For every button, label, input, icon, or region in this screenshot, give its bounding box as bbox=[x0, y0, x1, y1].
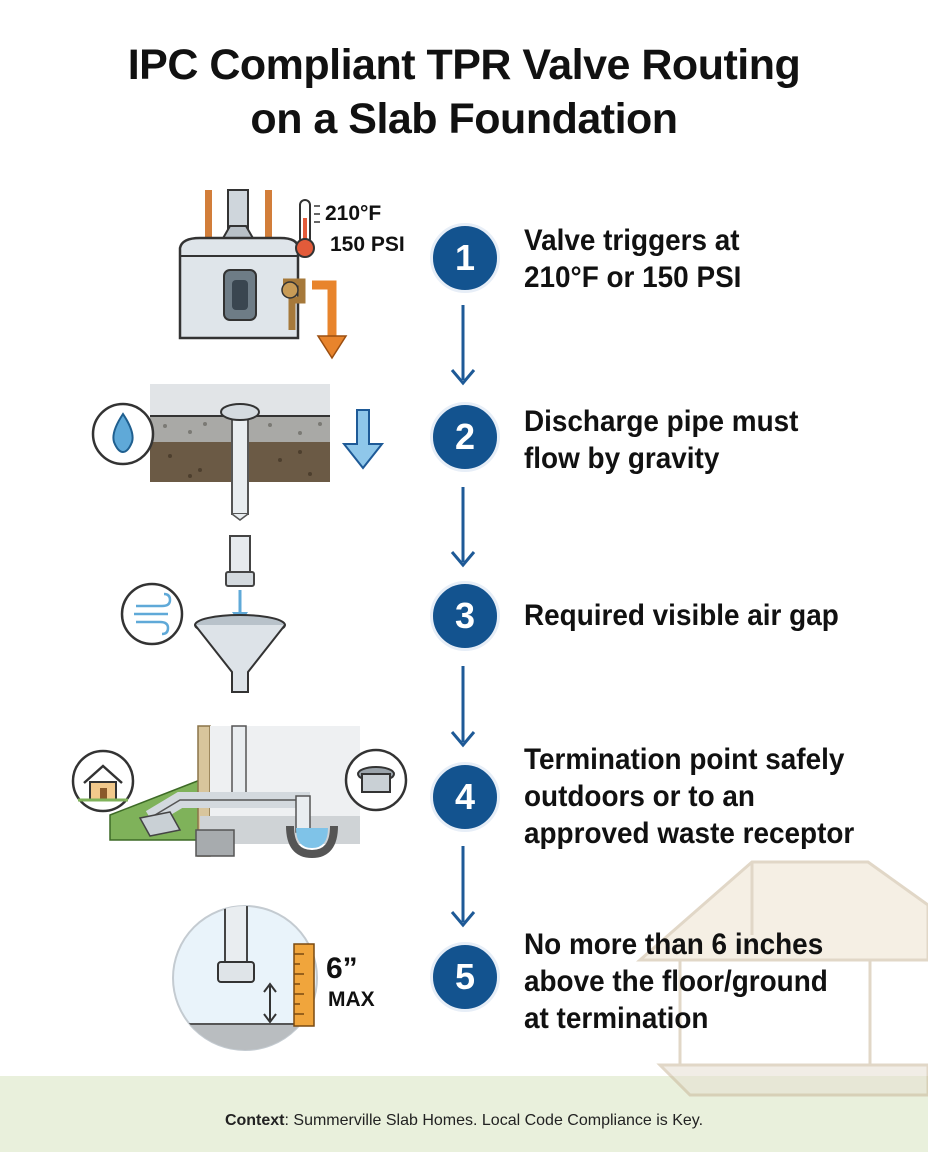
step-2-line-1: Discharge pipe must bbox=[524, 405, 799, 438]
funnel-icon bbox=[194, 614, 286, 693]
title-line-2: on a Slab Foundation bbox=[250, 95, 678, 143]
step-1-text: Valve triggers at 210°F or 150 PSI bbox=[524, 222, 741, 296]
step-4-badge: 4 bbox=[430, 762, 500, 832]
step-4-line-1: Termination point safely bbox=[524, 743, 845, 776]
air-flow-icon bbox=[120, 582, 184, 646]
step-3-badge: 3 bbox=[430, 581, 500, 651]
six-inch-label: 6” bbox=[326, 952, 358, 985]
step-5-text: No more than 6 inches above the floor/gr… bbox=[524, 926, 828, 1037]
step-1-badge: 1 bbox=[430, 223, 500, 293]
footer-context: Context: Summerville Slab Homes. Local C… bbox=[0, 1112, 928, 1130]
footer-context-text: : Summerville Slab Homes. Local Code Com… bbox=[284, 1112, 704, 1129]
step-3-text: Required visible air gap bbox=[524, 597, 839, 634]
step-2-badge: 2 bbox=[430, 402, 500, 472]
temp-label: 210°F bbox=[325, 202, 382, 225]
footer-context-label: Context bbox=[224, 1112, 285, 1129]
step-5-badge: 5 bbox=[430, 942, 500, 1012]
ruler-icon bbox=[293, 943, 315, 1027]
floor-drain-icon bbox=[344, 748, 408, 812]
step-2-text: Discharge pipe must flow by gravity bbox=[524, 403, 798, 477]
step-1-line-1: Valve triggers at bbox=[524, 224, 740, 257]
thermometer-icon bbox=[295, 199, 320, 258]
house-icon bbox=[71, 749, 135, 813]
water-drop-icon bbox=[91, 402, 155, 466]
step-4-text: Termination point safely outdoors or to … bbox=[524, 741, 854, 852]
pressure-label: 150 PSI bbox=[330, 233, 405, 256]
step-1-line-2: 210°F or 150 PSI bbox=[524, 261, 742, 294]
step-5-line-1: No more than 6 inches bbox=[524, 928, 824, 961]
step-4-line-3: approved waste receptor bbox=[524, 817, 855, 850]
step-5-line-3: at termination bbox=[524, 1002, 709, 1035]
step-4-line-2: outdoors or to an bbox=[524, 780, 755, 813]
step-5-line-2: above the floor/ground bbox=[524, 965, 828, 998]
max-label: MAX bbox=[328, 988, 375, 1011]
step-2-line-2: flow by gravity bbox=[524, 442, 720, 475]
title-line-1: IPC Compliant TPR Valve Routing bbox=[127, 41, 801, 89]
step-3-line-1: Required visible air gap bbox=[524, 599, 839, 632]
page-title: IPC Compliant TPR Valve Routing on a Sla… bbox=[0, 38, 928, 146]
